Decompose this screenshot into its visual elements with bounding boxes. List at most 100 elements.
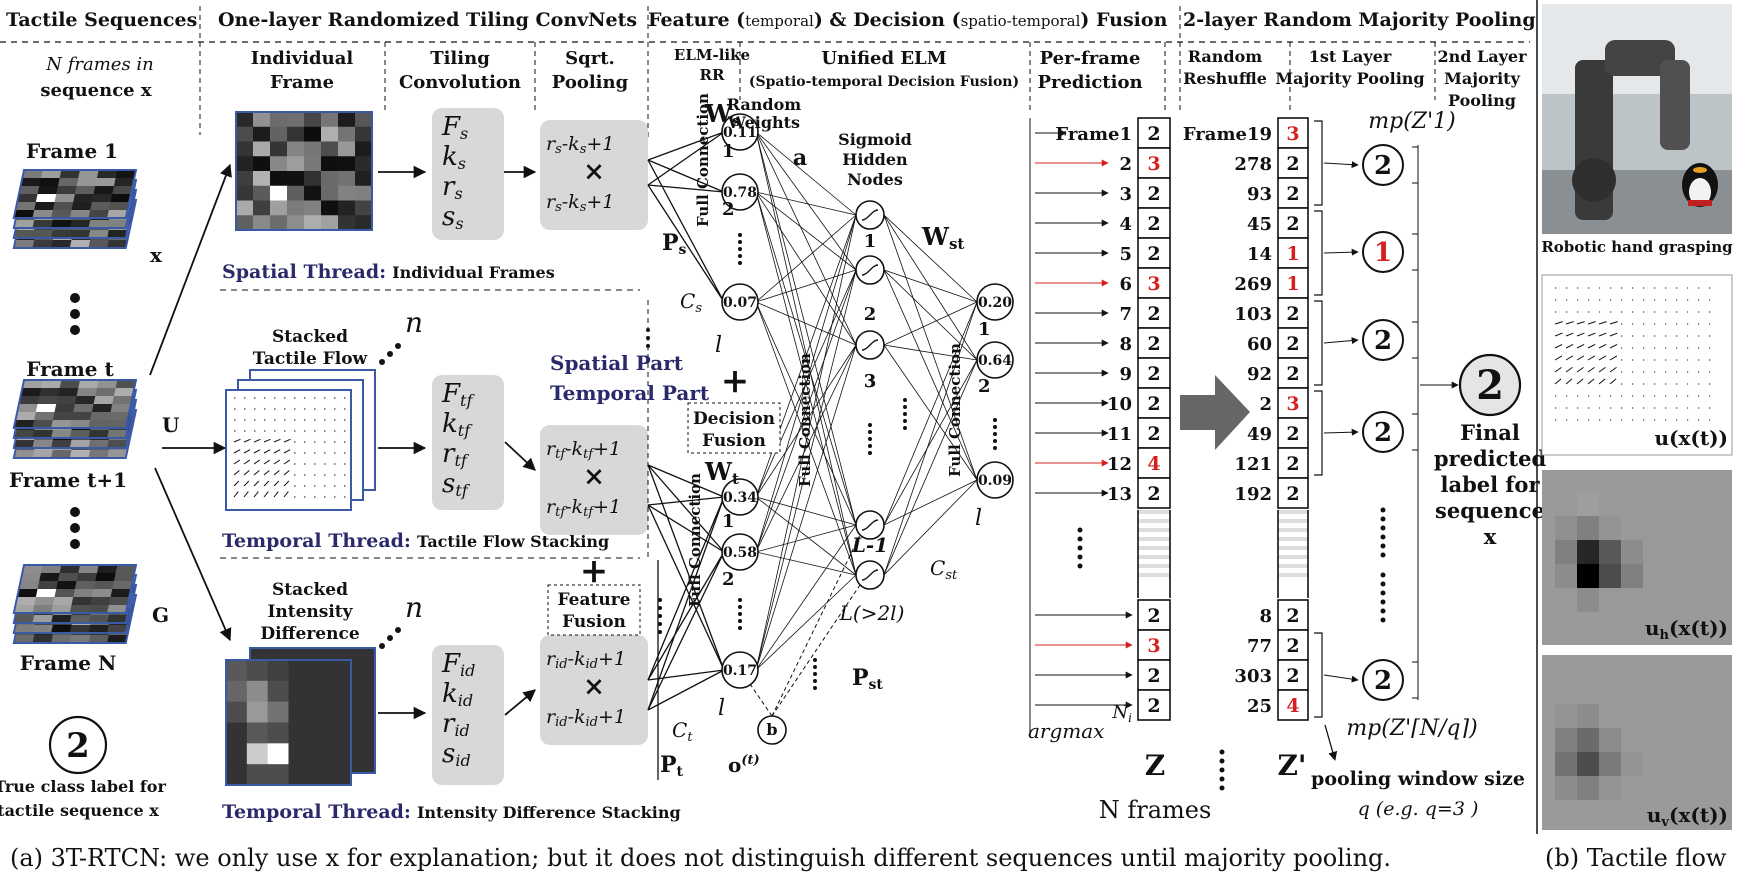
ellipsis-dot — [1380, 581, 1386, 587]
tactile-cell — [32, 430, 54, 439]
param-letter: r — [442, 172, 456, 202]
gap-stripe — [1138, 510, 1170, 514]
tactile-cell — [18, 186, 40, 195]
ellipsis-dot — [1380, 572, 1386, 578]
flow-vector — [1587, 344, 1596, 349]
second-layer-3: Pooling — [1448, 91, 1516, 110]
id-cell — [309, 660, 331, 682]
pool-arrow — [1323, 248, 1359, 256]
hidden-index: 3 — [864, 371, 877, 392]
conn-line — [647, 131, 725, 161]
id-pool-box — [540, 635, 648, 745]
tactile-cell — [107, 430, 128, 439]
out-line — [883, 214, 978, 303]
param-letter: s — [442, 469, 455, 499]
pred-frame-label: 9 — [1119, 364, 1132, 385]
pooled-circle — [1362, 319, 1404, 361]
tactile-cell — [91, 404, 113, 413]
tactile-cell — [78, 565, 100, 574]
tactile-cell — [13, 240, 35, 249]
flow-pool-box — [540, 425, 648, 535]
pool-times: × — [583, 157, 605, 187]
frame-stack-n — [12, 564, 138, 644]
pred-value: 3 — [1147, 273, 1160, 295]
hid-line — [755, 344, 857, 553]
ps-label: Ps — [662, 230, 687, 258]
id-cell — [309, 680, 331, 703]
final-value: 2 — [1476, 362, 1504, 409]
ellipsis-dot — [738, 233, 742, 237]
hid-line — [755, 191, 857, 526]
uv-cell — [1643, 728, 1665, 752]
flow-params-box — [432, 375, 504, 510]
true-label-caption-1: True class label for — [0, 777, 166, 796]
flow-vector — [1576, 366, 1584, 373]
pred-cell — [1137, 477, 1171, 509]
pool-r: r — [546, 648, 557, 670]
o-sup: (t) — [741, 753, 759, 768]
shuffle-cell — [1277, 447, 1309, 479]
pool-window-label: pooling window size — [1311, 768, 1525, 790]
stacked-flow-1: Stacked — [272, 327, 348, 347]
tactile-cell — [287, 215, 305, 231]
flow-vector — [263, 438, 271, 443]
shuffle-cell — [1277, 387, 1309, 419]
uv-cell — [1665, 704, 1687, 728]
tactile-cell — [287, 200, 305, 216]
hid-line — [755, 131, 857, 576]
ellipsis-dot — [813, 665, 817, 669]
tactile-cell — [15, 202, 37, 211]
flow-vector — [1554, 321, 1563, 325]
gap-stripe — [1138, 573, 1170, 577]
pool-sub: id — [555, 715, 567, 730]
flow-vector — [1598, 378, 1606, 385]
id-cell — [288, 660, 310, 682]
shuffle-cell — [1277, 659, 1309, 691]
tactile-cell — [71, 412, 93, 421]
tactile-cell — [108, 412, 130, 421]
gap-stripe — [1138, 537, 1170, 541]
tactile-cell — [35, 589, 57, 598]
pool-bracket — [1314, 390, 1323, 476]
ct-sub: t — [687, 730, 693, 745]
hidden-node — [855, 560, 885, 590]
tactile-cell — [115, 565, 137, 574]
flow-vector — [253, 480, 260, 487]
tactile-cell — [338, 215, 356, 231]
tactile-cell — [15, 597, 37, 606]
mp-top-label: mp(Z'1) — [1368, 109, 1455, 134]
tactile-cell — [338, 200, 356, 216]
out-line — [883, 479, 978, 576]
id-cell — [226, 743, 248, 765]
ps-node: 0.78 — [721, 173, 759, 211]
ps-node-value: 0.11 — [723, 125, 757, 141]
tactile-cell — [287, 171, 305, 187]
tactile-cell — [73, 589, 95, 598]
param-letter: F — [441, 112, 461, 142]
pred-value: 2 — [1147, 483, 1160, 505]
cst-label: Cst — [930, 556, 958, 583]
stack-layer — [12, 564, 138, 614]
uh-cell — [1643, 540, 1665, 564]
tactile-cell — [37, 581, 59, 590]
hid-line — [755, 131, 857, 271]
gap-stripe — [1278, 564, 1308, 568]
pooled-circle — [1362, 411, 1404, 453]
flow-vector — [243, 449, 251, 454]
ps-node-circle — [721, 113, 759, 151]
pool-formula-bottom: rtf-ktf+1 — [546, 496, 621, 520]
ellipsis-dot — [813, 672, 817, 676]
pred-value: 4 — [1147, 453, 1160, 475]
pool-r: r — [546, 191, 557, 213]
temporal-flow-thread: Stacked Tactile Flow n Temporal Thread:T… — [220, 306, 648, 559]
pred-frame-label: 12 — [1107, 454, 1132, 475]
cs-label: Cs — [680, 289, 702, 316]
param-symbol: kid — [442, 679, 473, 710]
ellipsis-dot — [646, 344, 650, 348]
ellipsis-dot — [738, 240, 742, 244]
tactile-cell — [51, 635, 72, 644]
tactile-cell — [51, 605, 72, 614]
flow-vector — [273, 491, 279, 498]
pool-plus: +1 — [593, 438, 621, 460]
pred-value: 2 — [1147, 213, 1160, 235]
